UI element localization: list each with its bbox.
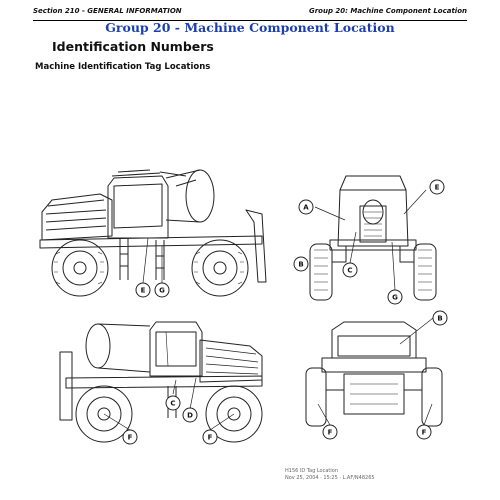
callout-label: F bbox=[422, 429, 427, 437]
sprayer-side-view-left bbox=[59, 321, 263, 443]
callout-a-front bbox=[298, 199, 314, 215]
callout-b-front bbox=[293, 256, 309, 272]
callout-markers bbox=[122, 179, 448, 445]
sub-heading: Machine Identification Tag Locations bbox=[35, 62, 211, 72]
callout-label: G bbox=[392, 294, 398, 302]
callout-g-front bbox=[387, 289, 403, 305]
callout-f-left-2 bbox=[202, 429, 218, 445]
callout-label: E bbox=[435, 184, 440, 192]
callout-g-top-left bbox=[154, 282, 170, 298]
callout-label: D bbox=[187, 412, 193, 420]
callout-label: C bbox=[170, 400, 175, 408]
callout-label: G bbox=[159, 287, 165, 295]
page-heading: Identification Numbers bbox=[52, 39, 214, 54]
callout-label: E bbox=[141, 287, 146, 295]
sprayer-side-view-right bbox=[39, 169, 267, 297]
callout-label: F bbox=[328, 429, 333, 437]
callout-label: C bbox=[347, 267, 352, 275]
callout-label: B bbox=[437, 315, 442, 323]
group-label: Group 20: Machine Component Location bbox=[308, 7, 467, 15]
callout-d-left bbox=[182, 407, 198, 423]
callout-f-rear-2 bbox=[416, 424, 432, 440]
callout-e-top-left bbox=[135, 282, 151, 298]
figure-caption-meta: Nov 25, 2004 · 15:25 · L.AF/N48265 bbox=[285, 475, 375, 481]
sprayer-rear-view bbox=[305, 317, 443, 427]
callout-b-rear bbox=[432, 310, 448, 326]
sprayer-front-view bbox=[309, 175, 437, 301]
callout-f-rear-1 bbox=[322, 424, 338, 440]
callout-label: A bbox=[303, 204, 309, 212]
figure-caption-title: H156 ID Tag Location bbox=[285, 468, 339, 474]
callout-label: F bbox=[128, 434, 133, 442]
callout-e-front bbox=[429, 179, 445, 195]
callout-f-left-1 bbox=[122, 429, 138, 445]
group-title: Group 20 - Machine Component Location bbox=[105, 20, 395, 35]
callout-c-left bbox=[165, 395, 181, 411]
callout-label: B bbox=[298, 261, 303, 269]
page-header: Section 210 - GENERAL INFORMATION Group … bbox=[33, 6, 467, 21]
callout-c-front bbox=[342, 262, 358, 278]
callout-label: F bbox=[208, 434, 213, 442]
section-label: Section 210 - GENERAL INFORMATION bbox=[33, 7, 182, 15]
